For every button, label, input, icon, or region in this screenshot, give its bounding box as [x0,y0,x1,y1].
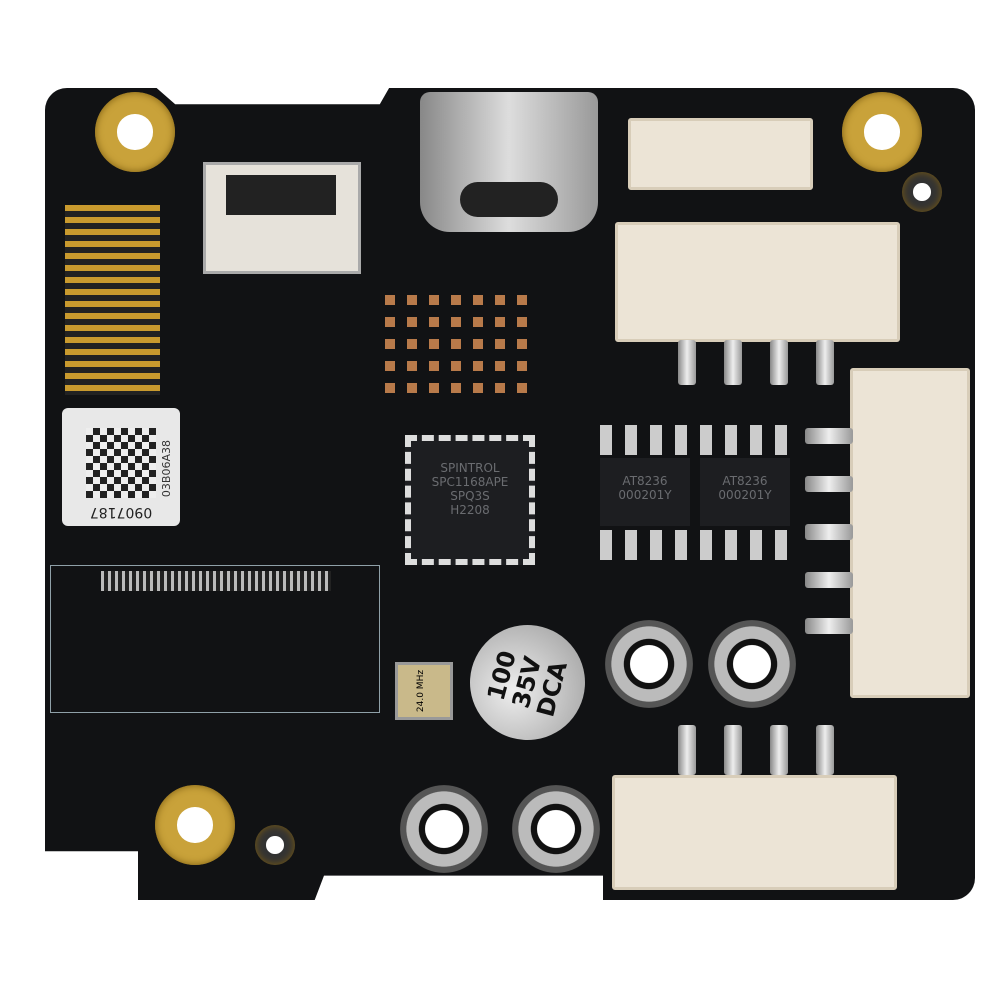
connector-leg [805,428,853,444]
mcu-part: SPC1168APE [431,475,509,489]
motor-terminal[interactable] [400,785,488,873]
connector-leg [770,725,788,775]
jst-connector-4pin-small[interactable] [628,118,813,190]
connector-leg [678,725,696,775]
connector-leg [770,340,788,385]
usb-c-opening [460,182,558,217]
qr-code [86,428,156,498]
fpc-connector[interactable] [203,162,361,274]
jst-connector-4pin-bottom[interactable] [612,775,897,890]
mounting-hole [95,92,175,172]
serial-text: 0907187 [89,504,153,520]
fpc-latch [226,175,336,215]
mcu-line2: SPQ3S [450,489,490,503]
driver-lot: 000201Y [718,488,772,502]
mounting-hole [155,785,235,865]
driver-pins [600,425,790,455]
jst-connector-4pin-top[interactable] [615,222,900,342]
connector-leg [805,572,853,588]
driver-lot: 000201Y [618,488,672,502]
crystal-oscillator: 24.0 MHz [395,662,453,720]
connector-leg [724,340,742,385]
connector-leg [816,340,834,385]
mcu-brand: SPINTROL [440,461,500,475]
mounting-hole [842,92,922,172]
test-pad [902,172,942,212]
driver-part: AT8236 [722,474,768,488]
motor-terminal[interactable] [512,785,600,873]
mcu-line3: H2208 [450,503,490,517]
driver-pins [600,530,790,560]
test-pad [255,825,295,865]
connector-leg [805,618,853,634]
usb-c-port[interactable] [420,92,598,232]
motor-terminal[interactable] [605,620,693,708]
driver-part: AT8236 [622,474,668,488]
connector-leg [678,340,696,385]
label-code: 03B06A38 [160,440,173,498]
connector-leg [816,725,834,775]
board-to-board-connector[interactable] [65,205,160,395]
motor-driver-chip: AT8236 000201Y [700,458,790,526]
motor-terminal[interactable] [708,620,796,708]
jst-connector-5pin-side[interactable] [850,368,970,698]
connector-leg [724,725,742,775]
passive-components [385,295,535,395]
connector-leg [805,524,853,540]
display-connector[interactable] [50,565,380,713]
mcu-chip: SPINTROL SPC1168APE SPQ3S H2208 [405,435,535,565]
motor-driver-chip: AT8236 000201Y [600,458,690,526]
connector-pins [101,571,331,591]
connector-leg [805,476,853,492]
